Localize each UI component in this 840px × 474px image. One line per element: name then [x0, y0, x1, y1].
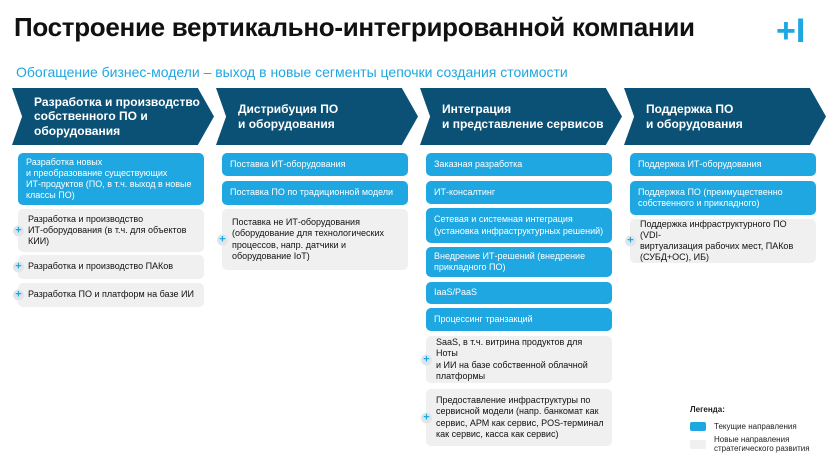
direction-text: ИТ-консалтинг — [434, 186, 496, 197]
stage-header: Поддержка ПО и оборудования — [624, 88, 826, 145]
new-direction-box: Поддержка инфраструктурного ПО (VDI- вир… — [625, 218, 816, 263]
legend-swatch-current — [690, 422, 706, 431]
direction-text: Разработка и производство ПАКов — [28, 261, 174, 272]
legend-new: Новые направления стратегического развит… — [714, 435, 810, 453]
new-direction-box: SaaS, в т.ч. витрина продуктов для Ноты … — [421, 336, 612, 383]
page-title: Построение вертикально-интегрированной к… — [14, 12, 695, 42]
new-direction-box: Разработка и производство ПАКов + — [13, 255, 204, 279]
plus-icon: + — [217, 234, 228, 245]
plus-icon: + — [13, 225, 24, 236]
current-direction-box: Поставка ИТ-оборудования — [222, 153, 408, 176]
legend-title: Легенда: — [690, 405, 725, 414]
direction-text: Поддержка инфраструктурного ПО (VDI- вир… — [640, 218, 794, 263]
direction-text: Заказная разработка — [434, 158, 523, 169]
direction-text: Поддержка ПО (преимущественно собственно… — [638, 186, 783, 208]
current-direction-box: ИТ-консалтинг — [426, 181, 612, 204]
new-direction-box: Поставка не ИТ-оборудования (оборудовани… — [217, 209, 408, 270]
plus-icon: + — [13, 261, 24, 273]
company-logo: +I — [776, 12, 806, 50]
plus-icon: + — [625, 235, 636, 247]
direction-text: Предоставление инфраструктуры по сервисн… — [436, 395, 604, 439]
stage-header: Дистрибуция ПО и оборудования — [216, 88, 418, 145]
direction-text: Поставка ПО по традиционной модели — [230, 187, 394, 198]
direction-text: Поставка не ИТ-оборудования (оборудовани… — [232, 217, 385, 261]
direction-text: Разработка и производство ИТ-оборудовани… — [28, 213, 187, 247]
current-direction-box: Разработка новых и преобразование сущест… — [18, 153, 204, 205]
current-direction-box: Поставка ПО по традиционной модели — [222, 181, 408, 205]
legend: Легенда: Текущие направления Новые напра… — [690, 405, 810, 457]
legend-current: Текущие направления — [714, 422, 797, 431]
new-direction-box: Разработка ПО и платформ на базе ИИ + — [13, 283, 204, 307]
direction-text: Внедрение ИТ-решений (внедрение прикладн… — [434, 250, 586, 272]
legend-swatch-new — [690, 439, 706, 449]
direction-text: Процессинг транзакций — [434, 313, 533, 324]
current-direction-box: Заказная разработка — [426, 153, 612, 176]
stage-header: Разработка и производство собственного П… — [12, 88, 214, 145]
subtitle: Обогащение бизнес-модели – выход в новые… — [16, 64, 568, 80]
direction-text: Сетевая и системная интеграция (установк… — [434, 214, 604, 236]
current-direction-box: Процессинг транзакций — [426, 308, 612, 331]
direction-text: Разработка новых и преобразование сущест… — [26, 156, 192, 201]
new-direction-box: Разработка и производство ИТ-оборудовани… — [13, 209, 204, 252]
direction-text: Разработка ПО и платформ на базе ИИ — [28, 289, 194, 300]
plus-icon: + — [421, 354, 432, 365]
direction-text: SaaS, в т.ч. витрина продуктов для Ноты … — [436, 337, 588, 381]
plus-icon: + — [13, 289, 24, 301]
current-direction-box: Внедрение ИТ-решений (внедрение прикладн… — [426, 247, 612, 277]
direction-text: Поддержка ИТ-оборудования — [638, 158, 762, 169]
current-direction-box: Сетевая и системная интеграция (установк… — [426, 208, 612, 243]
current-direction-box: IaaS/PaaS — [426, 282, 612, 304]
direction-text: IaaS/PaaS — [434, 287, 478, 298]
direction-text: Поставка ИТ-оборудования — [230, 158, 346, 169]
current-direction-box: Поддержка ПО (преимущественно собственно… — [630, 181, 816, 215]
new-direction-box: Предоставление инфраструктуры по сервисн… — [421, 389, 612, 446]
plus-icon: + — [421, 412, 432, 423]
stage-header: Интеграция и представление сервисов — [420, 88, 622, 145]
current-direction-box: Поддержка ИТ-оборудования — [630, 153, 816, 176]
